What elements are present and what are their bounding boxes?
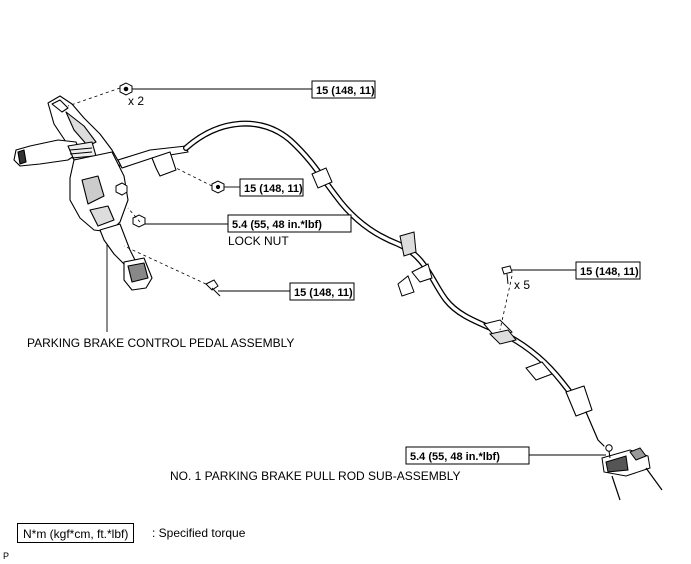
legend-unit-box: N*m (kgf*cm, ft.*lbf) — [17, 523, 135, 543]
svg-text:15 (148, 11): 15 (148, 11) — [244, 183, 303, 195]
cable-clamps — [311, 167, 553, 381]
svg-text:5.4 (55, 48 in.*lbf): 5.4 (55, 48 in.*lbf) — [232, 219, 322, 231]
torque-box-right-bolt: 15 (148, 11) — [575, 261, 641, 280]
torque-box-lock-nut: 5.4 (55, 48 in.*lbf) — [227, 214, 352, 233]
fasteners — [115, 82, 513, 297]
pull-rod-label: NO. 1 PARKING BRAKE PULL ROD SUB-ASSEMBL… — [170, 469, 461, 483]
lower-bolt-icon — [205, 279, 219, 291]
legend-description: : Specified torque — [152, 526, 246, 540]
qty-right-bolt: x 5 — [514, 278, 530, 292]
pedal-nut-icon — [115, 182, 128, 196]
svg-text:15 (148, 11): 15 (148, 11) — [294, 287, 353, 299]
pedal-assembly-label: PARKING BRAKE CONTROL PEDAL ASSEMBLY — [27, 336, 294, 350]
svg-text:15 (148, 11): 15 (148, 11) — [580, 266, 639, 278]
brake-cable-drawing — [183, 120, 605, 447]
right-bolt-icon — [501, 265, 513, 275]
pull-rod-drawing — [601, 444, 663, 501]
torque-box-pull-rod-nut: 5.4 (55, 48 in.*lbf) — [405, 446, 530, 465]
torque-box-lower-bolt: 15 (148, 11) — [289, 282, 355, 301]
pedal-assembly-drawing — [13, 95, 189, 291]
torque-box-top-nut: 15 (148, 11) — [311, 80, 376, 99]
svg-text:15 (148, 11): 15 (148, 11) — [316, 85, 375, 97]
solid-leaders — [106, 88, 606, 456]
dashed-leaders — [67, 87, 513, 331]
svg-text:5.4 (55, 48 in.*lbf): 5.4 (55, 48 in.*lbf) — [410, 451, 500, 463]
corner-mark: P — [3, 551, 10, 561]
torque-box-middle-nut: 15 (148, 11) — [239, 178, 304, 197]
lock-nut-label: LOCK NUT — [228, 234, 289, 248]
qty-top-nut: x 2 — [128, 94, 144, 108]
